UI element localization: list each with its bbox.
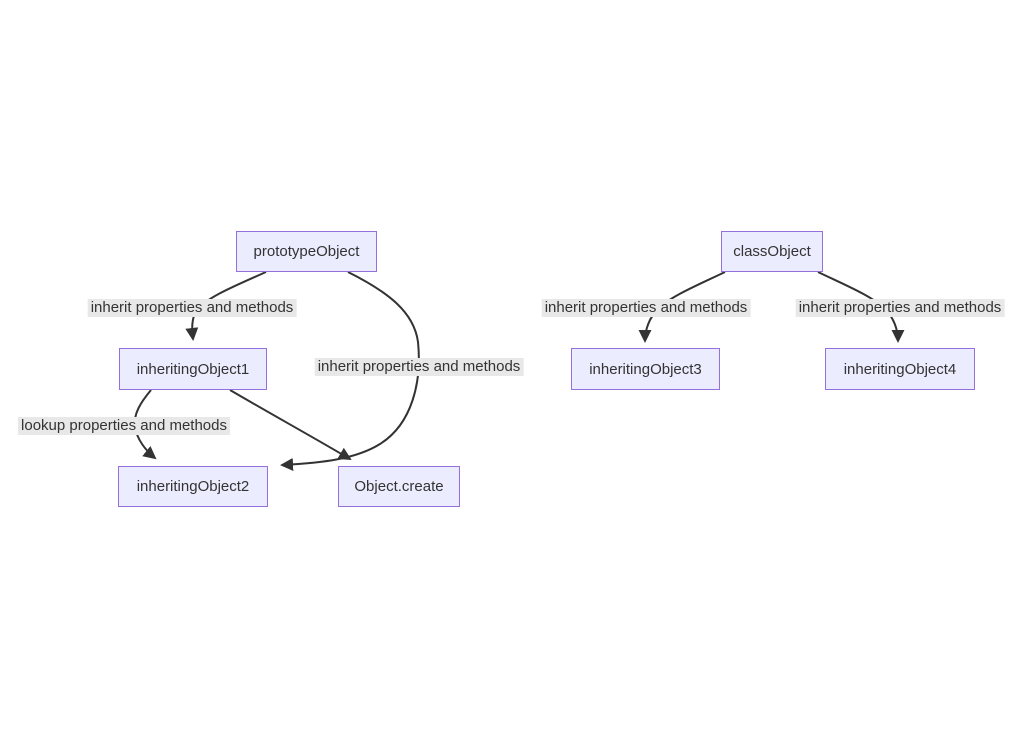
node-label: Object.create: [354, 478, 444, 495]
node-object-create: Object.create: [338, 466, 460, 507]
edge-label-lookup: lookup properties and methods: [18, 417, 230, 435]
node-prototype-object: prototypeObject: [236, 231, 377, 272]
edge-label-inherit-left-1: inherit properties and methods: [87, 299, 297, 317]
node-inheriting-object4: inheritingObject4: [825, 348, 975, 390]
node-label: inheritingObject4: [843, 360, 957, 378]
node-label: classObject: [733, 243, 811, 260]
node-label: inheritingObject1: [136, 360, 250, 378]
edge-inheritingObject1-to-objectCreate: [229, 389, 352, 460]
edge-label-inherit-left-2: inherit properties and methods: [314, 358, 524, 376]
node-inheriting-object3: inheritingObject3: [571, 348, 720, 390]
edge-label-inherit-right-1: inherit properties and methods: [541, 299, 751, 317]
node-inheriting-object1: inheritingObject1: [119, 348, 267, 390]
node-label: inheritingObject2: [136, 478, 250, 495]
node-label: inheritingObject3: [589, 360, 702, 378]
node-label: prototypeObject: [253, 243, 360, 260]
node-class-object: classObject: [721, 231, 823, 272]
edge-label-inherit-right-2: inherit properties and methods: [795, 299, 1005, 317]
node-inheriting-object2: inheritingObject2: [118, 466, 268, 507]
